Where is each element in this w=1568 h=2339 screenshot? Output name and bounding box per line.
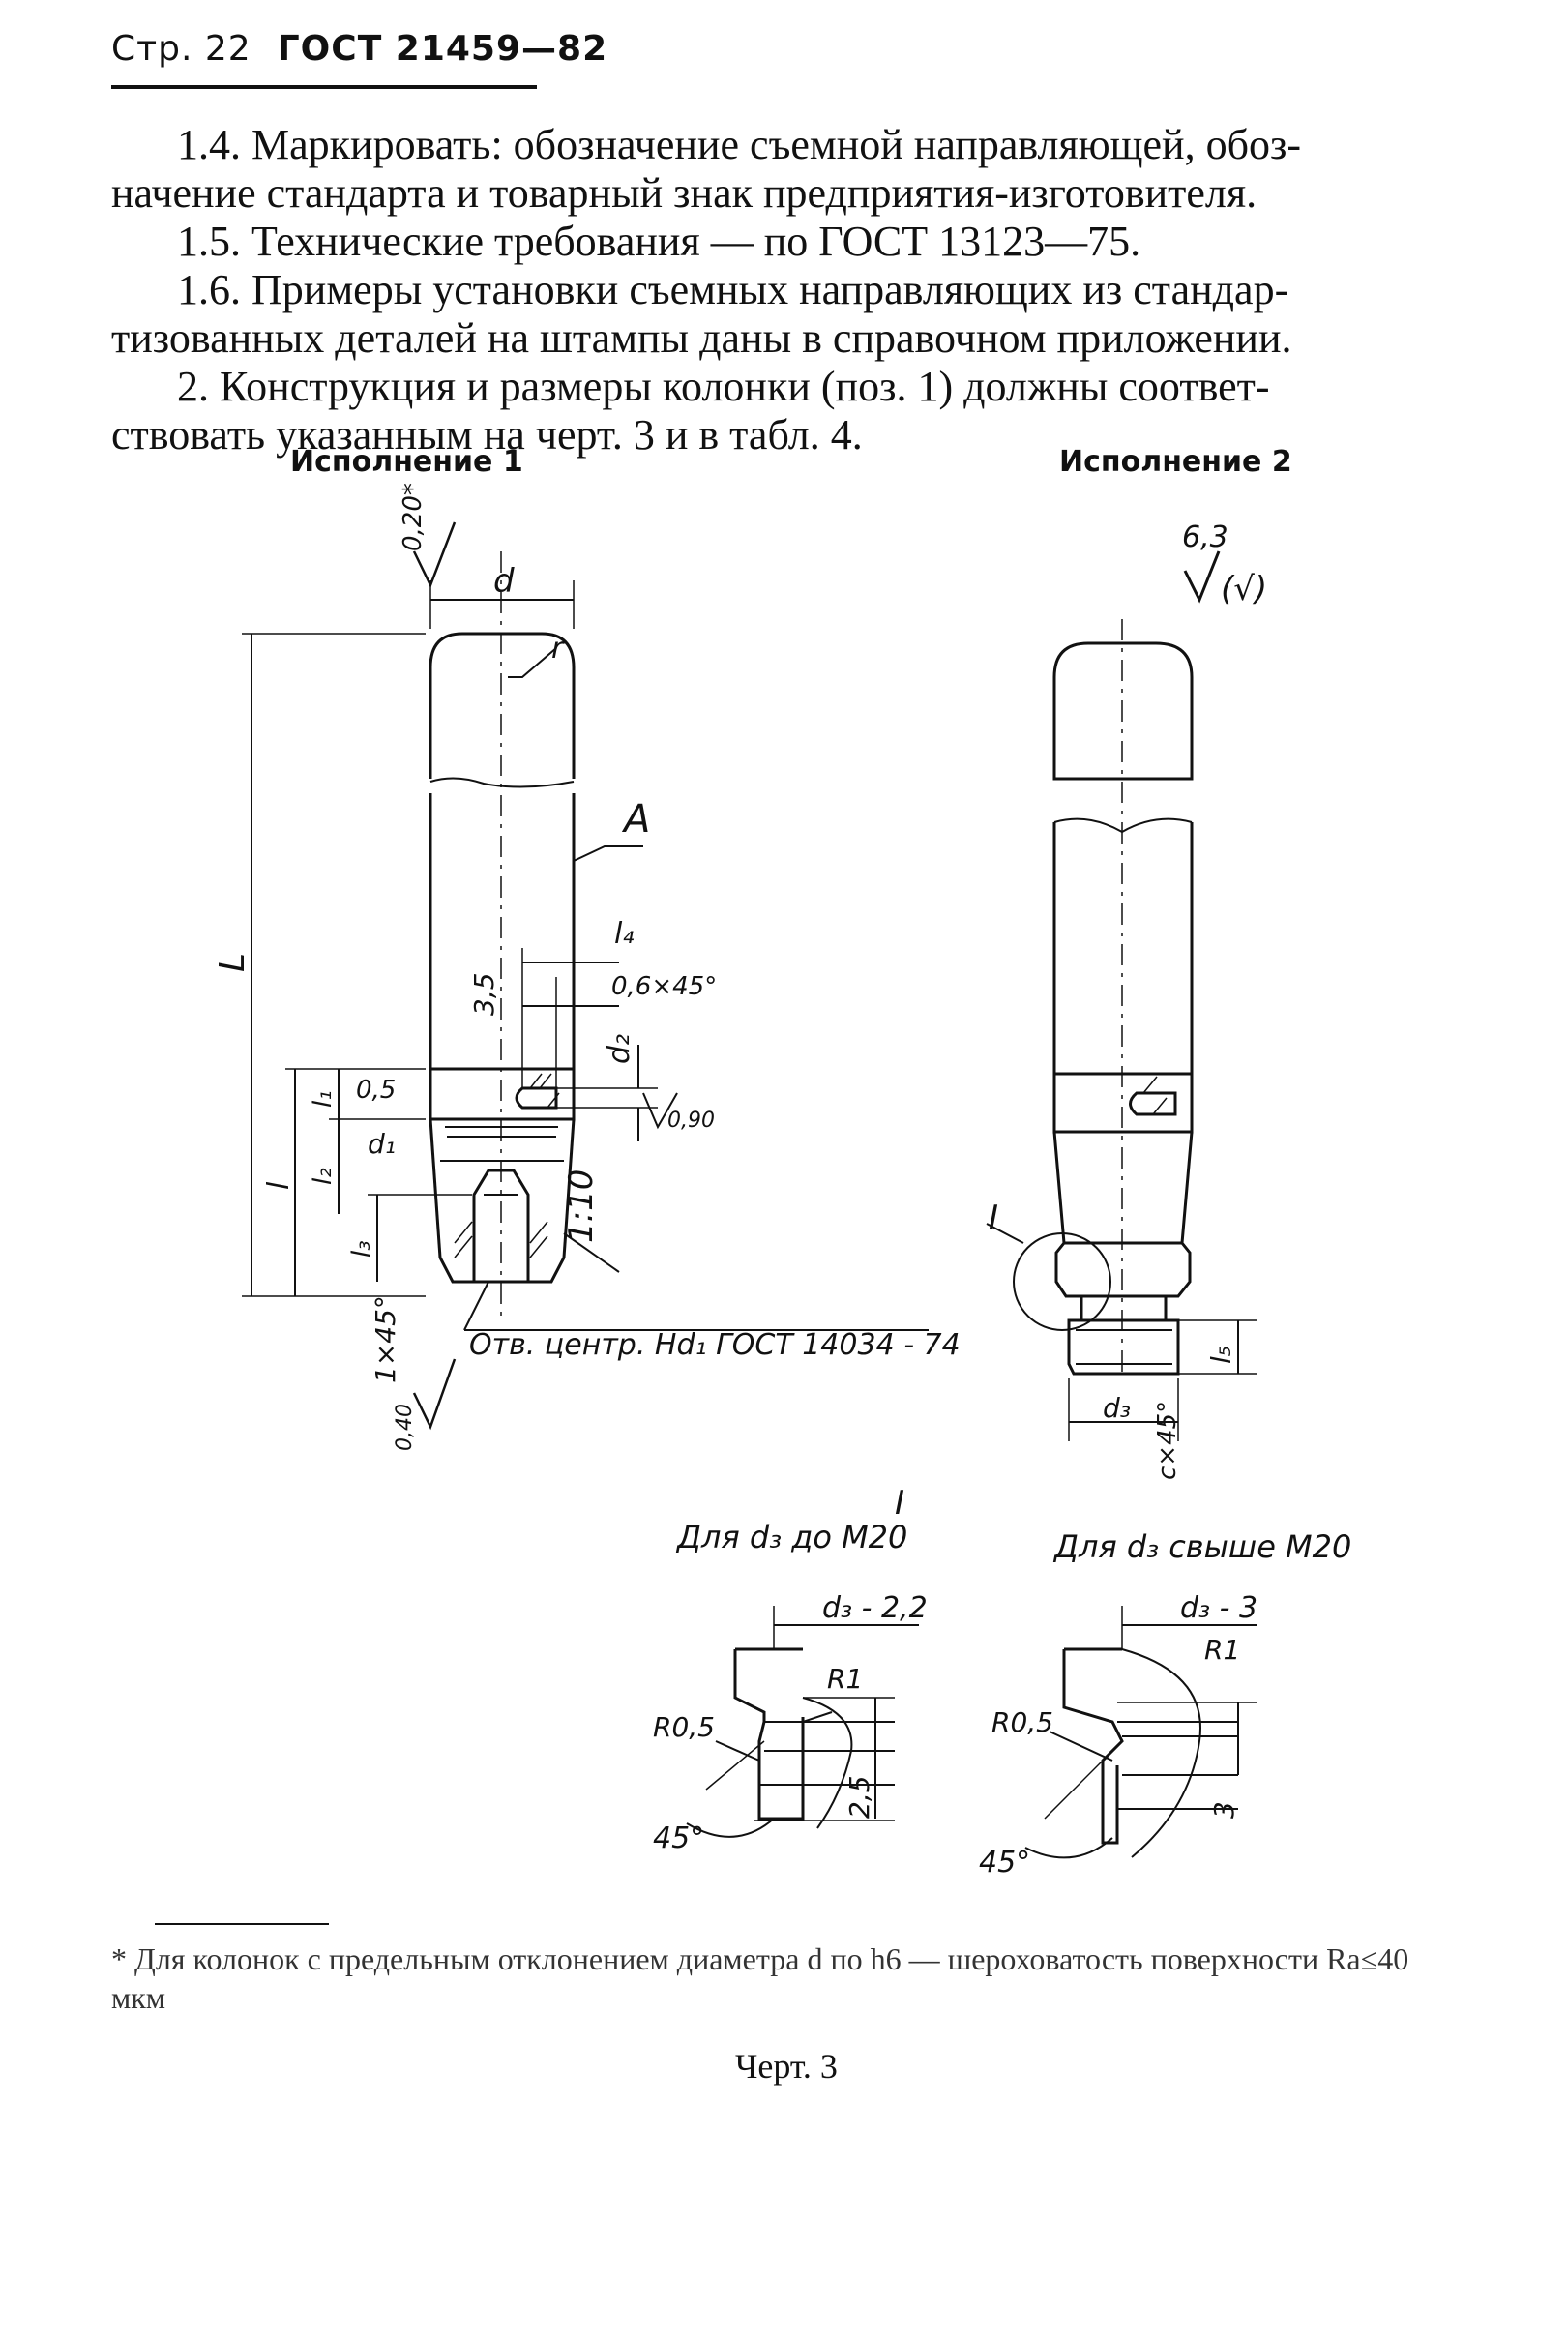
label-R1-left: R1 (827, 1663, 863, 1695)
footnote: * Для колонок с предельным отклонением д… (111, 1941, 1409, 2015)
standard-number: ГОСТ 21459—82 (277, 29, 608, 69)
paragraph-line: ствовать указанным на черт. 3 и в табл. … (111, 411, 863, 459)
label-roughness-63: 6,3 (1182, 520, 1228, 554)
label-r: r (551, 632, 565, 666)
column-version-2 (986, 550, 1257, 1441)
label-R1-right: R1 (1204, 1634, 1240, 1666)
paragraph-line: 1.5. Технические требования — по ГОСТ 13… (177, 218, 1141, 265)
label-angle-left: 45° (653, 1821, 704, 1855)
label-dim-25: 2,5 (843, 1775, 875, 1819)
figure-title: Черт. 3 (735, 2047, 838, 2086)
label-detail-I-center: I (895, 1484, 904, 1523)
label-detail-I: I (989, 1199, 998, 1237)
paragraph-line: 1.6. Примеры установки съемных направляю… (177, 266, 1289, 313)
label-angle-right: 45° (979, 1846, 1030, 1880)
label-roughness-090: 0,90 (667, 1109, 715, 1133)
page-header: Стр. 22 ГОСТ 21459—82 (111, 29, 607, 69)
label-d3: d₃ (1103, 1392, 1131, 1424)
label-chamfer-cx45: c×45° (1153, 1401, 1182, 1480)
label-dim-05: 0,5 (356, 1076, 396, 1105)
label-l: l (262, 1181, 296, 1190)
header-divider (111, 85, 537, 89)
label-roughness-040: 0,40 (393, 1404, 417, 1451)
label-L: L (213, 953, 252, 972)
label-chamfer-06: 0,6×45° (611, 972, 717, 1001)
paragraph-line: 1.4. Маркировать: обозначение съемной на… (177, 121, 1302, 168)
label-dim-35: 3,5 (468, 972, 500, 1016)
label-R05-left: R0,5 (653, 1711, 715, 1743)
label-l2: l₂ (309, 1168, 338, 1185)
label-roughness-sym: (√) (1221, 570, 1267, 608)
paragraph-2: 2. Конструкция и размеры колонки (поз. 1… (111, 363, 1465, 459)
detail-left-title: Для d₃ до М20 (675, 1519, 907, 1555)
detail-left (686, 1606, 919, 1838)
paragraph-1-5: 1.5. Технические требования — по ГОСТ 13… (111, 218, 1465, 266)
paragraph-1-4: 1.4. Маркировать: обозначение съемной на… (111, 121, 1465, 218)
paragraph-1-6: 1.6. Примеры установки съемных направляю… (111, 266, 1465, 363)
label-chamfer-1x45: 1×45° (370, 1295, 401, 1383)
footnote-divider (155, 1923, 329, 1925)
label-l3: l₃ (347, 1240, 376, 1258)
label-d: d (493, 562, 515, 601)
label-d3-22: d₃ - 2,2 (822, 1591, 928, 1625)
label-l5: l₅ (1205, 1346, 1237, 1364)
label-l1: l₁ (309, 1090, 338, 1108)
label-d1: d₁ (368, 1128, 396, 1160)
label-l4: l₄ (614, 917, 634, 951)
paragraph-line: 2. Конструкция и размеры колонки (поз. 1… (177, 363, 1270, 410)
label-R05-right: R0,5 (991, 1706, 1053, 1738)
column-version-1 (242, 521, 929, 1431)
label-roughness-top: 0,20* (399, 483, 428, 551)
label-dim-3: 3 (1208, 1801, 1240, 1819)
label-A: A (621, 797, 650, 842)
detail-right (1024, 1606, 1257, 1859)
page-number: Стр. 22 (111, 29, 251, 69)
paragraph-line: начение стандарта и товарный знак предпр… (111, 169, 1257, 217)
label-taper: 1:10 (562, 1170, 601, 1243)
caption-version-2: Исполнение 2 (1059, 445, 1292, 479)
label-center-hole: Отв. центр. Hd₁ ГОСТ 14034 - 74 (469, 1328, 961, 1362)
label-d2: d₂ (603, 1034, 636, 1064)
paragraph-line: тизованных деталей на штампы даны в спра… (111, 314, 1292, 362)
detail-right-title: Для d₃ свыше М20 (1052, 1528, 1351, 1565)
label-d3-3: d₃ - 3 (1180, 1591, 1257, 1625)
caption-version-1: Исполнение 1 (290, 445, 523, 479)
